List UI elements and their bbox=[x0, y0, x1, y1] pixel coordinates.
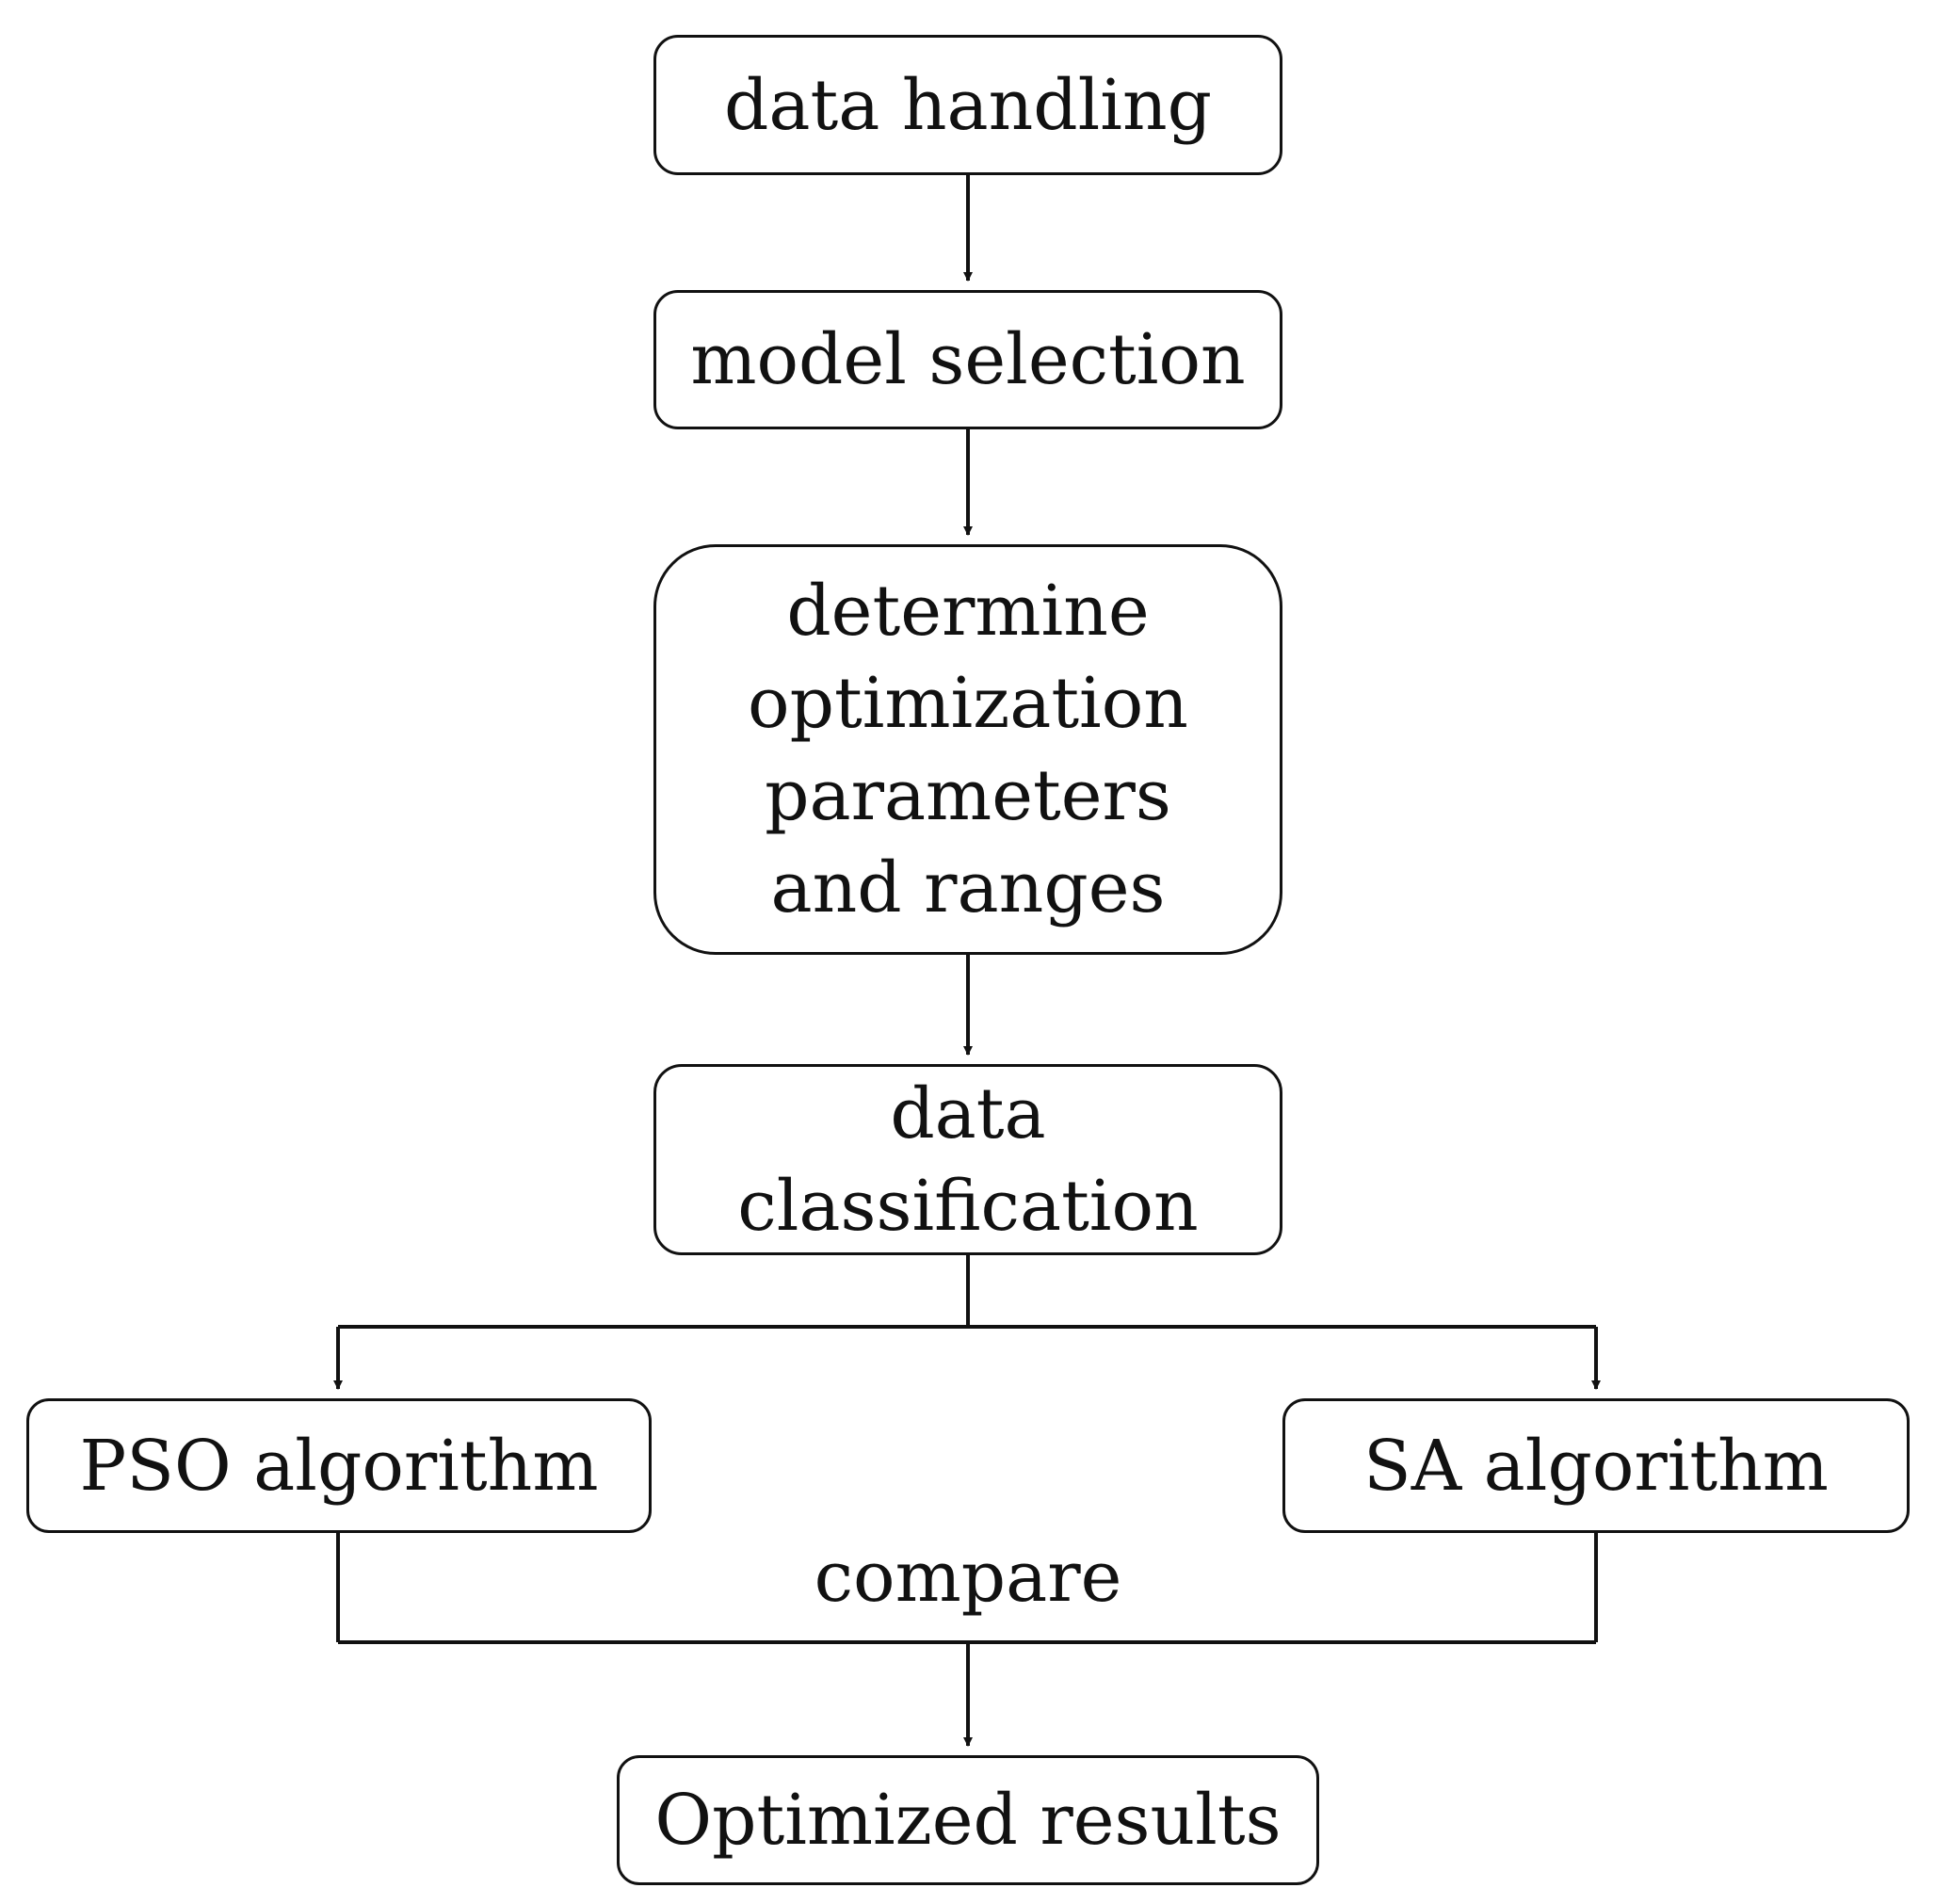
data-handling-node: data handling bbox=[653, 35, 1282, 175]
determine-parameters-node: determine optimization parameters and ra… bbox=[653, 544, 1282, 955]
data-classification-node: data classification bbox=[653, 1064, 1282, 1255]
optimized-results-node: Optimized results bbox=[617, 1755, 1319, 1885]
sa-algorithm-node: SA algorithm bbox=[1282, 1398, 1910, 1533]
pso-algorithm-node: PSO algorithm bbox=[26, 1398, 652, 1533]
model-selection-node: model selection bbox=[653, 290, 1282, 429]
compare-label: compare bbox=[814, 1537, 1122, 1618]
